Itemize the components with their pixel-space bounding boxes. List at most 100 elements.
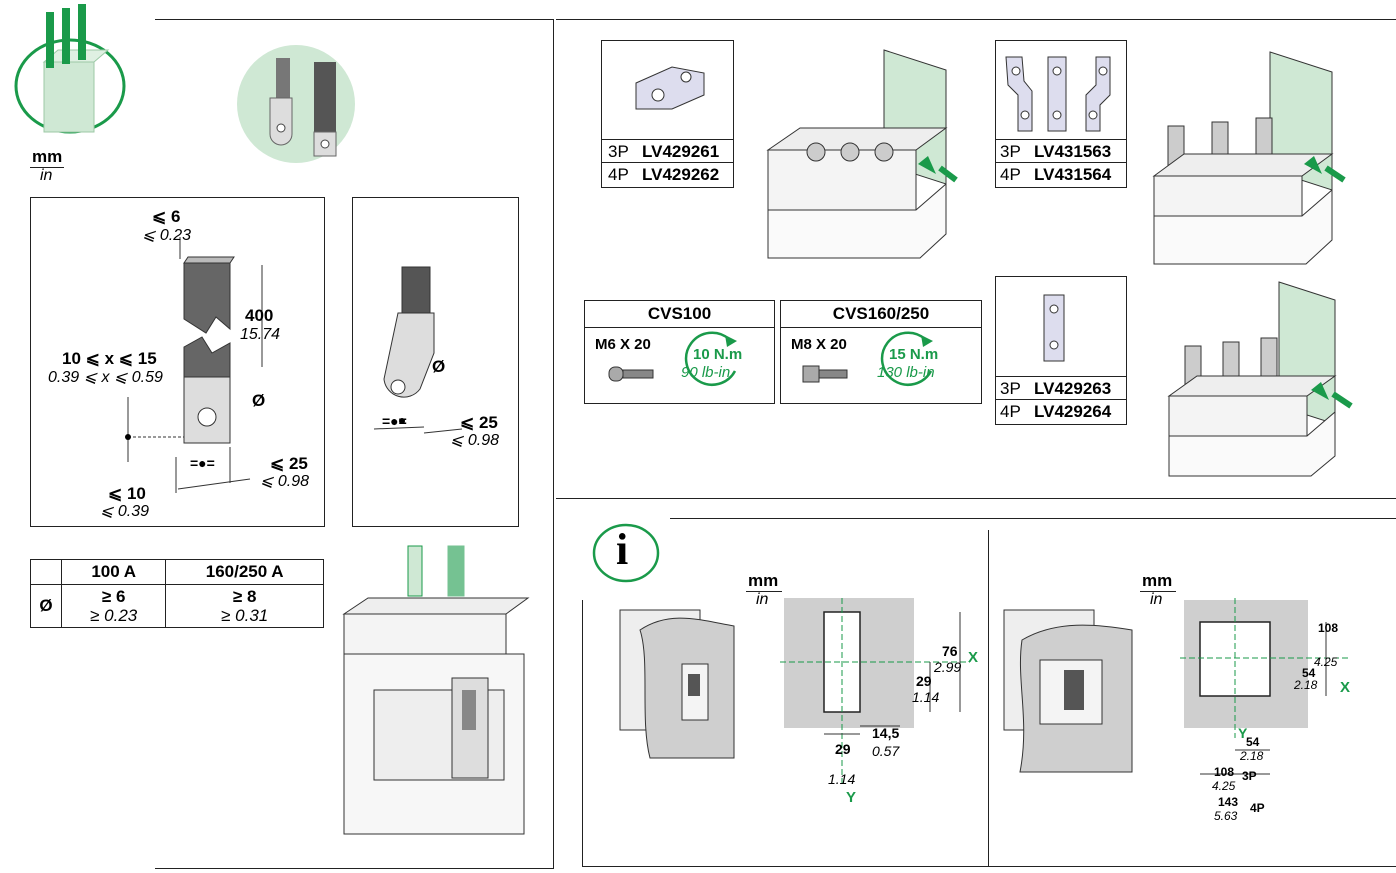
cutout-b-half-mm: 54 — [1302, 666, 1316, 680]
cutout-a-units-divider — [746, 591, 782, 592]
table-corner — [30, 559, 62, 585]
accessory-3-3p-ref: LV429263 — [1034, 379, 1112, 398]
cutout-b-mm: mm — [1142, 571, 1173, 590]
cutout-b-width-3p-mm: 108 — [1214, 765, 1235, 779]
torque-arrow-icon — [684, 331, 737, 386]
accessory-2-3p-ref: LV431563 — [1034, 142, 1112, 161]
cutout-a-offset-in: 0.57 — [872, 743, 900, 759]
cutout-b-in: in — [1150, 591, 1163, 608]
table-cell-160a: ≥ 8 ≥ 0.31 — [165, 584, 324, 628]
torque-cvs100-box: CVS100 M6 X 20 10 N.m 90 lb-in — [584, 300, 775, 404]
busbar-width-mm: 10 ⩽ x ⩽ 15 — [62, 349, 157, 368]
cutout-a-height-mm: 76 — [942, 643, 958, 659]
busbar-thickness-mm: ⩽ 6 — [152, 207, 181, 226]
breaker-phase-barrier-3 — [1167, 281, 1353, 477]
torque-cvs160-screw: M8 X 20 — [791, 336, 847, 353]
busbar-length-mm: 400 — [245, 306, 274, 325]
connection-plate-icon — [1043, 294, 1065, 362]
accessory-1-4p-poles: 4P — [608, 165, 629, 184]
cutout-a-width-in: 1.14 — [828, 771, 856, 787]
table-cell-160a-mm: ≥ 8 — [232, 587, 257, 606]
cutout-b-width-4p-mm: 143 — [1218, 795, 1239, 809]
cutout-b-width-half-mm: 54 — [1246, 735, 1260, 749]
accessory-1-box: 3P LV429261 4P LV429262 — [601, 40, 734, 188]
accessory-1-row-3p: 3P LV429261 — [602, 139, 733, 163]
table-cell-100a-mm: ≥ 6 — [101, 587, 126, 606]
cutout-a-half-mm: 29 — [916, 673, 932, 689]
info-icon: i — [616, 525, 629, 574]
table-header-100a: 100 A — [60, 559, 167, 585]
table-row-label: Ø — [30, 584, 62, 628]
terminal-bracket-icon — [635, 66, 705, 110]
accessory-1-3p-ref: LV429261 — [642, 142, 720, 161]
accessory-1-4p-ref: LV429262 — [642, 165, 720, 184]
torque-arrow-icon — [880, 331, 933, 386]
torque-cvs160-lbin: 130 lb-in — [877, 364, 935, 381]
busbar-edge-mm: ⩽ 10 — [108, 484, 146, 503]
table-cell-100a-in: ≥ 0.23 — [90, 606, 138, 625]
torque-cvs160-box: CVS160/250 M8 X 20 15 N.m 130 lb-in — [780, 300, 982, 404]
accessory-3-row-4p: 4P LV429264 — [996, 400, 1126, 422]
busbar-hole-label: Ø — [252, 391, 266, 410]
cutout-b-units-divider — [1140, 591, 1176, 592]
cable-lug-dimension-box — [352, 197, 519, 527]
busbar-edge-in: ⩽ 0.39 — [100, 503, 149, 520]
accessory-3-box: 3P LV429263 4P LV429264 — [995, 276, 1127, 425]
top-right-bottom-border — [556, 498, 1396, 499]
busbar-width-in: 0.39 ⩽ x ⩽ 0.59 — [48, 369, 163, 386]
cutout-b-height-in: 4.25 — [1314, 655, 1338, 669]
cutout-b-width-3p-label: 3P — [1242, 769, 1257, 783]
top-right-top-border — [556, 19, 1396, 20]
cutout-b-width-4p-in: 5.63 — [1214, 809, 1238, 823]
accessory-2-row-3p: 3P LV431563 — [996, 139, 1126, 163]
accessory-3-3p-poles: 3P — [1000, 379, 1021, 398]
cutout-b-y-axis: Y — [1238, 725, 1248, 741]
lug-bar-icon — [237, 45, 355, 163]
table-cell-100a: ≥ 6 ≥ 0.23 — [60, 584, 167, 628]
torque-cvs100-title: CVS100 — [585, 301, 774, 328]
accessory-2-3p-poles: 3P — [1000, 142, 1021, 161]
lug-hole-label: Ø — [432, 357, 446, 376]
cutout-b-width-4p-label: 4P — [1250, 801, 1265, 815]
cutout-b-width-3p-in: 4.25 — [1212, 779, 1236, 793]
accessory-3-row-3p: 3P LV429263 — [996, 376, 1126, 400]
info-section-bottom-border — [582, 866, 1396, 867]
accessory-2-4p-ref: LV431564 — [1034, 165, 1112, 184]
cutout-b-width-half-in: 2.18 — [1240, 749, 1264, 763]
cutout-b-x-axis: X — [1340, 679, 1351, 696]
torque-cvs160-nm: 15 N.m — [889, 346, 939, 363]
busbar-equal-mark: =●= — [190, 455, 215, 471]
cutout-a-in: in — [756, 591, 769, 608]
cutout-a-half-in: 1.14 — [912, 689, 940, 705]
screw-icon — [608, 366, 654, 382]
busbar-drawing — [125, 237, 263, 493]
info-section-left-border — [582, 600, 583, 867]
cutout-b-height-mm: 108 — [1318, 621, 1339, 635]
hex-screw-icon — [802, 365, 848, 383]
accessory-2-row-4p: 4P LV431564 — [996, 163, 1126, 185]
units-mm-label: mm — [32, 147, 63, 166]
cutout-a-mm: mm — [748, 571, 779, 590]
lug-span-mm: ⩽ 25 — [460, 413, 498, 432]
units-divider — [30, 167, 64, 168]
breaker-phase-barrier-2 — [1152, 51, 1346, 265]
cutout-a-y-axis: Y — [846, 789, 857, 806]
accessory-3-4p-ref: LV429264 — [1034, 402, 1112, 421]
torque-cvs100-nm: 10 N.m — [693, 346, 743, 363]
busbar-length-in: 15.74 — [240, 326, 281, 343]
cutout-a-offset-mm: 14,5 — [872, 725, 900, 741]
panel-mounted-breaker-a — [619, 609, 735, 759]
circuit-breaker-illustration — [342, 545, 530, 835]
cutout-a-width-mm: 29 — [835, 741, 851, 757]
connection-plates-icon — [1005, 56, 1111, 132]
lug-equal-mark: =●= — [382, 413, 407, 429]
torque-cvs100-screw: M6 X 20 — [595, 336, 651, 353]
lug-span-in: ⩽ 0.98 — [450, 432, 499, 449]
accessory-2-4p-poles: 4P — [1000, 165, 1021, 184]
accessory-1-row-4p: 4P LV429262 — [602, 163, 733, 185]
accessory-3-4p-poles: 4P — [1000, 402, 1021, 421]
cable-lug-drawing — [373, 266, 463, 434]
busbar-dimension-box — [30, 197, 325, 527]
torque-cvs100-lbin: 90 lb-in — [681, 364, 731, 381]
hole-diameter-table: 100 A 160/250 A Ø ≥ 6 ≥ 0.23 ≥ 8 ≥ 0.31 — [30, 559, 324, 628]
